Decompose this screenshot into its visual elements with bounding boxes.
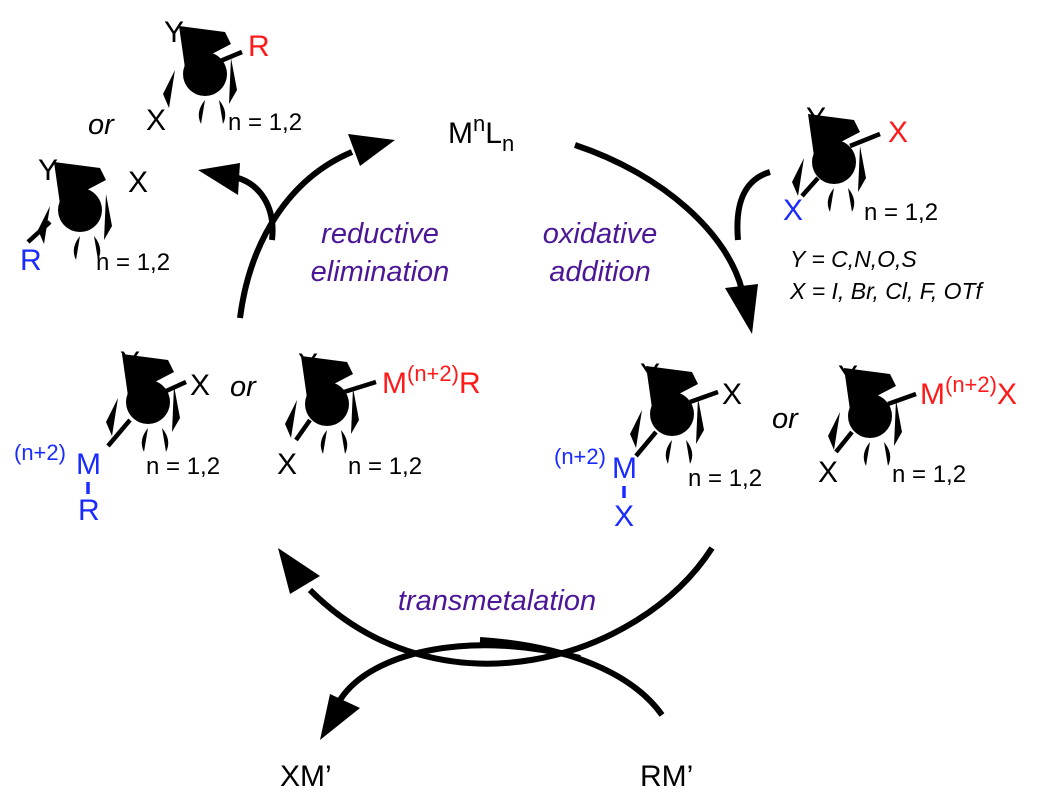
substrate-structure: Y X X n = 1,2 Y = C,N,O,S X = I, Br, Cl,… xyxy=(783,102,985,304)
int-right-a-x-bottom: X xyxy=(614,500,634,533)
catalyst-metal: M xyxy=(448,117,473,150)
arrowhead-to-product xyxy=(198,163,240,195)
int-left-a-n-label: n = 1,2 xyxy=(146,453,220,480)
int-right-a-y: Y xyxy=(640,358,660,391)
product-b-r: R xyxy=(20,244,42,277)
substrate-n-label: n = 1,2 xyxy=(864,199,938,226)
product-a-x: X xyxy=(146,104,166,137)
int-right-a-metal: M xyxy=(612,452,637,485)
bottom-species: XM’ RM’ xyxy=(280,760,693,793)
arrow-to-xm-byproduct xyxy=(337,642,581,702)
int-right-b-ox-state: (n+2) xyxy=(945,372,997,397)
intermediate-right-a: Y X (n+2) M X n = 1,2 xyxy=(554,358,762,533)
step-reductive-line1: reductive xyxy=(321,218,439,250)
int-right-a-x: X xyxy=(722,378,742,411)
int-left-or: or xyxy=(230,371,257,403)
int-right-a-ox-state: (n+2) xyxy=(554,444,606,469)
int-left-b-r: R xyxy=(459,367,481,400)
catalyst-ligand: L xyxy=(485,117,502,150)
arrow-reductive-elimination-to-catalyst xyxy=(237,149,354,319)
product-structure-b: Y X R n = 1,2 xyxy=(20,154,170,277)
int-right-a-n-label: n = 1,2 xyxy=(688,465,762,492)
substrate-x-bottom: X xyxy=(783,194,803,227)
int-left-b-x: X xyxy=(277,448,297,481)
arrow-to-product xyxy=(236,175,276,241)
step-oxidative-line2: addition xyxy=(549,256,651,288)
int-left-a-r: R xyxy=(78,494,100,527)
product-b-n-label: n = 1,2 xyxy=(96,249,170,276)
step-reductive-line2: elimination xyxy=(311,256,450,288)
int-right-b-metal: M xyxy=(920,378,945,411)
catalyst-ligand-count: n xyxy=(502,131,514,156)
svg-text:M(n+2)R: M(n+2)R xyxy=(382,361,481,400)
product-a-y: Y xyxy=(164,16,184,49)
int-left-a-ox-state: (n+2) xyxy=(14,440,66,465)
int-left-b-y: Y xyxy=(298,348,318,381)
int-right-b-x-top: X xyxy=(997,378,1017,411)
substrate-x-top: X xyxy=(888,116,908,149)
byproduct-xm: XM’ xyxy=(280,760,332,793)
int-left-b-n-label: n = 1,2 xyxy=(348,453,422,480)
product-or: or xyxy=(88,109,115,141)
arrow-catalyst-to-oxidative-addition xyxy=(574,142,745,291)
int-right-b-y: Y xyxy=(838,360,858,393)
product-structure-a: Y R X n = 1,2 xyxy=(146,16,302,137)
intermediate-left-b: Y M(n+2)R X n = 1,2 xyxy=(277,348,481,481)
int-left-b-ox-state: (n+2) xyxy=(407,361,459,386)
product-a-r: R xyxy=(248,30,270,63)
int-left-b-metal: M xyxy=(382,367,407,400)
int-left-a-x: X xyxy=(190,369,210,402)
arrowhead-to-oxidative-product xyxy=(725,284,758,334)
catalyst-oxidation-state: n xyxy=(473,111,485,136)
arrowhead-to-xm xyxy=(320,694,360,740)
int-left-a-metal: M xyxy=(76,448,101,481)
svg-text:MnLn: MnLn xyxy=(448,111,514,156)
int-right-or: or xyxy=(772,403,799,435)
arrowhead-to-catalyst xyxy=(348,134,395,166)
int-left-a-y: Y xyxy=(120,346,140,379)
step-oxidative-line1: oxidative xyxy=(543,218,657,250)
step-labels: reductive elimination oxidative addition… xyxy=(311,218,658,617)
arrow-substrate-entry xyxy=(734,169,771,241)
svg-text:M(n+2)X: M(n+2)X xyxy=(920,372,1017,411)
intermediate-right-b: Y M(n+2)X X n = 1,2 xyxy=(818,360,1017,489)
x-definition: X = I, Br, Cl, F, OTf xyxy=(789,278,985,304)
int-right-b-x: X xyxy=(818,456,838,489)
product-b-x: X xyxy=(128,166,148,199)
intermediate-left-a: Y X (n+2) M R n = 1,2 xyxy=(14,346,220,527)
step-transmetalation: transmetalation xyxy=(398,585,596,617)
y-definition: Y = C,N,O,S xyxy=(790,246,917,272)
arrowhead-transmetalation xyxy=(278,548,320,594)
arrow-transmetalation xyxy=(307,546,715,667)
arrow-from-rm-reagent xyxy=(479,637,665,717)
product-a-n-label: n = 1,2 xyxy=(228,109,302,136)
reagent-rm: RM’ xyxy=(640,760,693,793)
product-b-y: Y xyxy=(38,154,58,187)
cycle-arrows xyxy=(198,134,771,740)
substrate-y: Y xyxy=(806,102,826,135)
catalyst-label: MnLn xyxy=(448,111,514,156)
int-right-b-n-label: n = 1,2 xyxy=(892,461,966,488)
